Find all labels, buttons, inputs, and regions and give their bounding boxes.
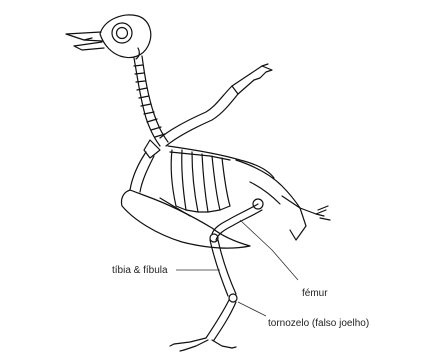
tibia-fibula-label: tíbia & fíbula — [112, 265, 168, 276]
ankle-leader — [238, 302, 266, 316]
wing-bones — [160, 64, 272, 146]
shoulder-girdle — [130, 140, 160, 192]
ankle-label: tornozelo (falso joelho) — [268, 318, 369, 329]
femur — [210, 204, 262, 242]
foot-toes — [170, 338, 236, 351]
femur-leader — [240, 220, 298, 280]
ribcage — [168, 146, 274, 212]
tarsometatarsus — [206, 300, 236, 340]
tail-bones — [282, 196, 330, 240]
neck-vertebrae — [134, 56, 168, 146]
femur-label: fémur — [302, 288, 328, 299]
tibia-fibula — [210, 240, 237, 302]
skull — [100, 15, 151, 59]
beak — [66, 32, 104, 50]
